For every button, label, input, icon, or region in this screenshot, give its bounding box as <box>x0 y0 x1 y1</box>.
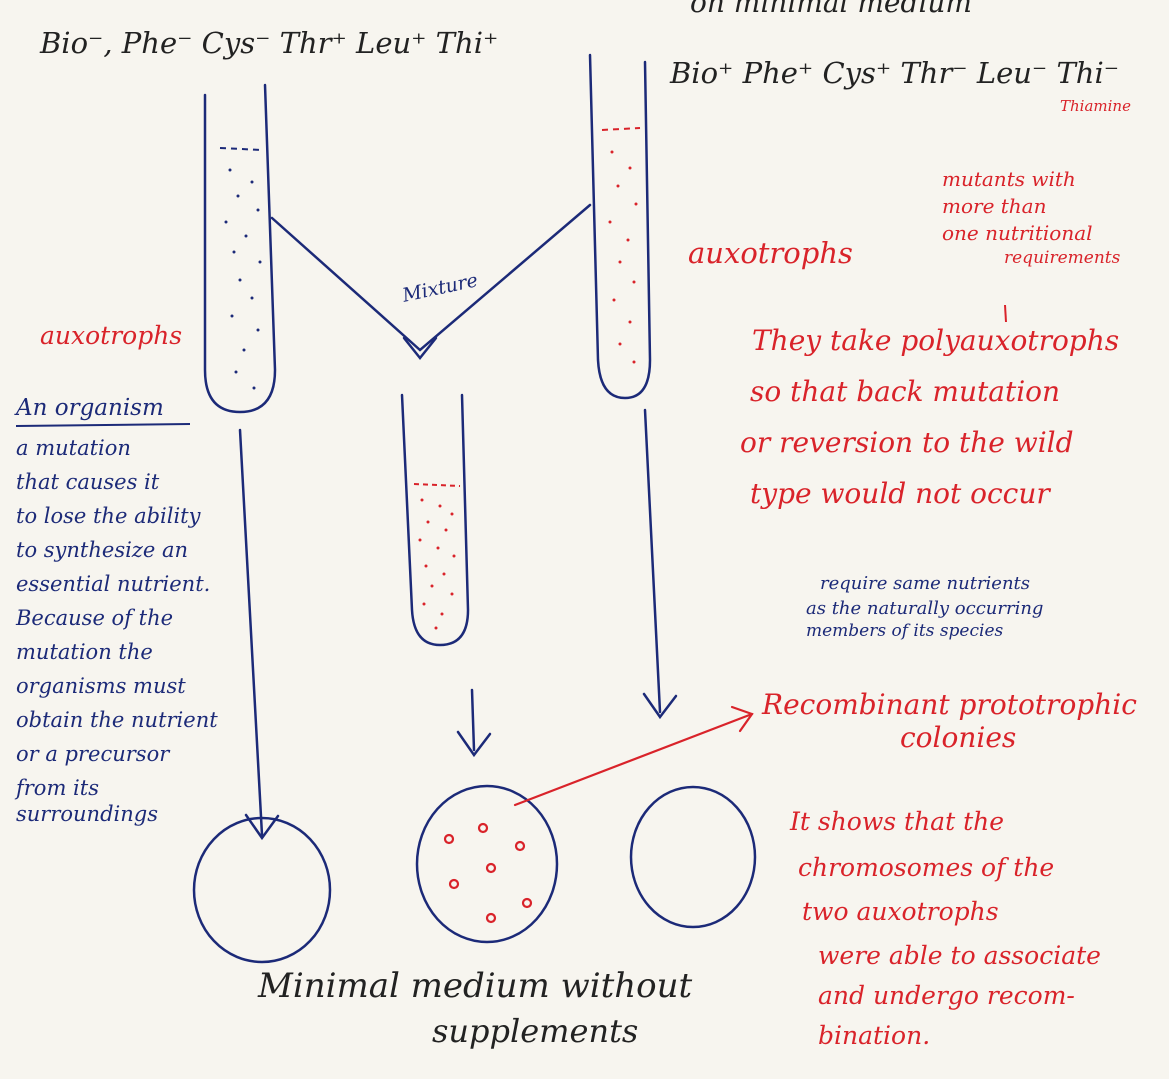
requirements-pointer <box>1005 305 1006 322</box>
prototroph-definition-block: require same nutrients as the naturally … <box>806 574 1043 646</box>
middle-culture-dots <box>419 499 456 630</box>
down-arrows <box>240 410 676 838</box>
conclusion-line: and undergo recom- <box>818 982 1101 1022</box>
polyauxotroph-block: They take polyauxotrophs so that back mu… <box>752 326 1119 530</box>
polyauxotroph-line: type would not occur <box>750 479 1117 530</box>
left-strain-genotype: Bio⁻, Phe⁻ Cys⁻ Thr⁺ Leu⁺ Thi⁺ <box>40 28 498 60</box>
definition-line: obtain the nutrient <box>16 709 218 743</box>
mutants-line: more than <box>942 195 1093 222</box>
polyauxotroph-line: so that back mutation <box>750 377 1117 428</box>
prototroph-def-line: members of its species <box>806 622 1043 646</box>
definition-line: essential nutrient. <box>16 573 218 607</box>
conclusion-line: chromosomes of the <box>798 854 1081 898</box>
prototroph-def-line: as the naturally occurring <box>806 599 1043 622</box>
left-notes-heading: An organism <box>16 396 164 421</box>
recombinant-arrow <box>515 707 752 805</box>
colonies-label: colonies <box>900 723 1016 754</box>
mutants-line: one nutritional <box>942 222 1093 249</box>
polyauxotroph-line: or reversion to the wild <box>740 428 1107 479</box>
middle-test-tube <box>402 395 468 645</box>
definition-line: to synthesize an <box>16 539 218 573</box>
definition-line: a mutation <box>16 437 218 471</box>
definition-line: that causes it <box>16 471 218 505</box>
heading-underline <box>16 424 190 426</box>
prototroph-def-line: require same nutrients <box>820 574 1057 599</box>
mutants-definition-block: mutants with more than one nutritional r… <box>942 168 1093 273</box>
left-culture-dots <box>225 169 262 390</box>
conclusion-line: It shows that the <box>790 808 1073 854</box>
left-test-tube <box>205 85 275 412</box>
definition-line: or a precursor <box>16 743 218 777</box>
polyauxotroph-line: They take polyauxotrophs <box>752 326 1119 377</box>
caption-line-2: supplements <box>432 1014 638 1049</box>
left-auxotrophs-label: auxotrophs <box>40 322 182 350</box>
mutants-line: mutants with <box>942 168 1093 195</box>
definition-line: organisms must <box>16 675 218 709</box>
recombinant-label: Recombinant prototrophic <box>762 690 1137 721</box>
top-right-partial-text: on minimal medium <box>690 0 972 19</box>
petri-dishes <box>194 786 755 962</box>
caption-line-1: Minimal medium without <box>258 968 692 1005</box>
right-test-tube <box>590 55 650 398</box>
right-strain-genotype: Bio⁺ Phe⁺ Cys⁺ Thr⁻ Leu⁻ Thi⁻ <box>670 58 1119 90</box>
definition-line: surroundings <box>16 803 218 833</box>
definition-line: to lose the ability <box>16 505 218 539</box>
left-definition-block: a mutation that causes it to lose the ab… <box>16 437 218 833</box>
conclusion-line: were able to associate <box>818 942 1101 982</box>
definition-line: mutation the <box>16 641 218 675</box>
definition-line: Because of the <box>16 607 218 641</box>
mutants-line: requirements <box>1004 249 1155 273</box>
right-culture-dots <box>609 151 638 364</box>
conclusion-line: bination. <box>818 1022 1101 1062</box>
thiamine-note: Thiamine <box>1060 98 1131 115</box>
recombinant-colony-markers <box>445 824 531 922</box>
right-auxotrophs-label: auxotrophs <box>688 238 853 270</box>
conclusion-line: two auxotrophs <box>802 898 1085 942</box>
definition-line: from its <box>16 777 218 803</box>
conclusion-block: It shows that the chromosomes of the two… <box>788 808 1071 1062</box>
